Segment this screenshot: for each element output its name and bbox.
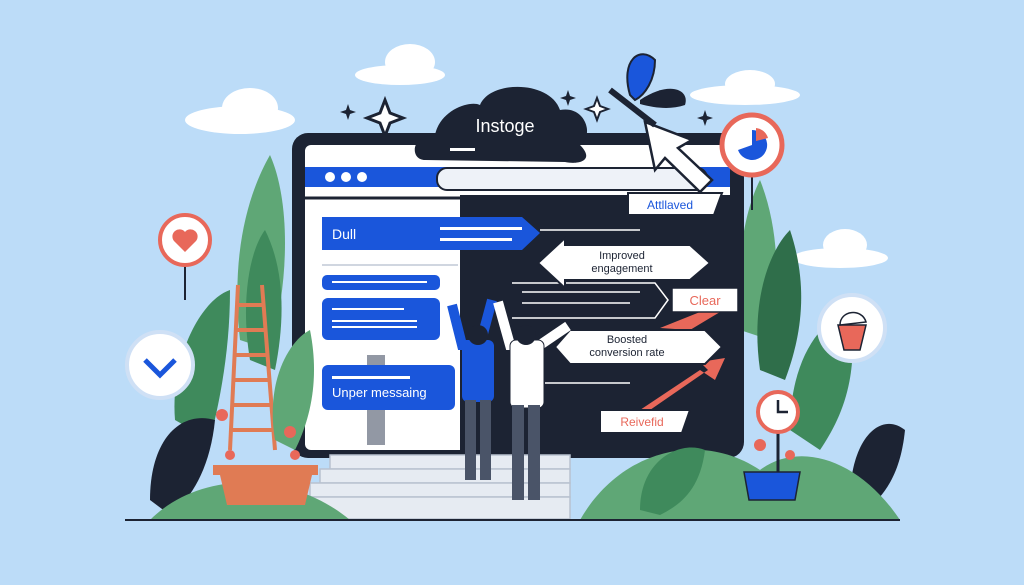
clear-label: Clear bbox=[689, 293, 721, 308]
sign-clear: Clear bbox=[671, 287, 739, 313]
person-blue bbox=[447, 298, 497, 480]
unclear-card: Unper messaing bbox=[322, 365, 455, 410]
flower-pot-left bbox=[213, 409, 318, 505]
conversion-line2: conversion rate bbox=[589, 347, 664, 359]
ladder-icon bbox=[228, 284, 277, 451]
conversion-line1: Boosted bbox=[607, 334, 647, 346]
sky-clouds bbox=[185, 44, 888, 268]
flower-pot-right bbox=[743, 439, 801, 501]
heart-icon bbox=[172, 229, 198, 252]
sign-top: Attllaved bbox=[627, 192, 724, 216]
checkmark-icon bbox=[143, 358, 177, 379]
panel-lines bbox=[512, 229, 669, 384]
content-block bbox=[322, 298, 440, 340]
engagement-line1: Improved bbox=[599, 250, 645, 262]
pie-badge bbox=[719, 112, 785, 210]
stairs bbox=[299, 454, 571, 520]
heart-badge bbox=[158, 213, 212, 300]
person-white bbox=[493, 300, 571, 500]
background-plants bbox=[237, 155, 802, 380]
cup-icon bbox=[837, 324, 867, 351]
cup-badge bbox=[817, 293, 887, 363]
engagement-line2: engagement bbox=[591, 263, 652, 275]
cloud-title: Instoge bbox=[475, 116, 534, 136]
sign-improved-engagement: Improved engagement bbox=[536, 235, 712, 291]
clock-icon bbox=[756, 390, 800, 472]
check-badge bbox=[125, 330, 195, 400]
sign-bottom-label: Reivefid bbox=[620, 415, 663, 429]
butterfly-icon bbox=[608, 53, 686, 128]
sign-top-label: Attllaved bbox=[647, 198, 693, 212]
unclear-label: Unper messaing bbox=[332, 385, 427, 400]
sign-bottom: Reivefid bbox=[599, 409, 692, 434]
cursor-arrow-icon bbox=[643, 120, 714, 194]
dull-card: Dull bbox=[322, 217, 540, 250]
title-cloud: Instoge bbox=[414, 86, 588, 163]
sign-boosted-conversion: Boosted conversion rate bbox=[553, 329, 724, 365]
dull-label: Dull bbox=[332, 226, 356, 242]
